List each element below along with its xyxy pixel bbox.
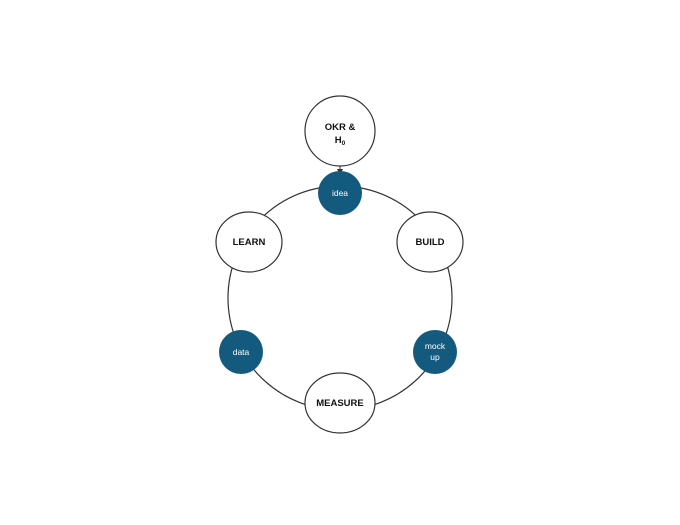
measure-node-label: MEASURE [316, 398, 364, 409]
okr-node-label: OKR & [325, 122, 356, 133]
mockup-node-label-line1: mock [425, 341, 446, 351]
hypothesis-subscript: 0 [342, 140, 346, 147]
hypothesis-letter: H [335, 135, 342, 146]
mockup-node-circle [413, 330, 457, 374]
data-node-label: data [233, 347, 250, 357]
mockup-node: mock up [413, 330, 457, 374]
mockup-node-label-line2: up [430, 352, 440, 362]
measure-node: MEASURE [304, 372, 376, 434]
okr-node-hypothesis-label: H0 [335, 135, 346, 147]
idea-node-circle [318, 171, 362, 215]
learn-node-circle [215, 211, 283, 273]
okr-node-circle [304, 95, 376, 167]
idea-node: idea [318, 171, 362, 215]
build-node-label: BUILD [415, 237, 444, 248]
okr-node: OKR & H0 [304, 95, 376, 167]
data-node: data [219, 330, 263, 374]
build-node-circle [396, 211, 464, 273]
build-node: BUILD [396, 211, 464, 273]
learn-node: LEARN [215, 211, 283, 273]
idea-node-label: idea [332, 188, 348, 198]
measure-node-circle [304, 372, 376, 434]
learn-node-label: LEARN [233, 237, 266, 248]
data-node-circle [219, 330, 263, 374]
